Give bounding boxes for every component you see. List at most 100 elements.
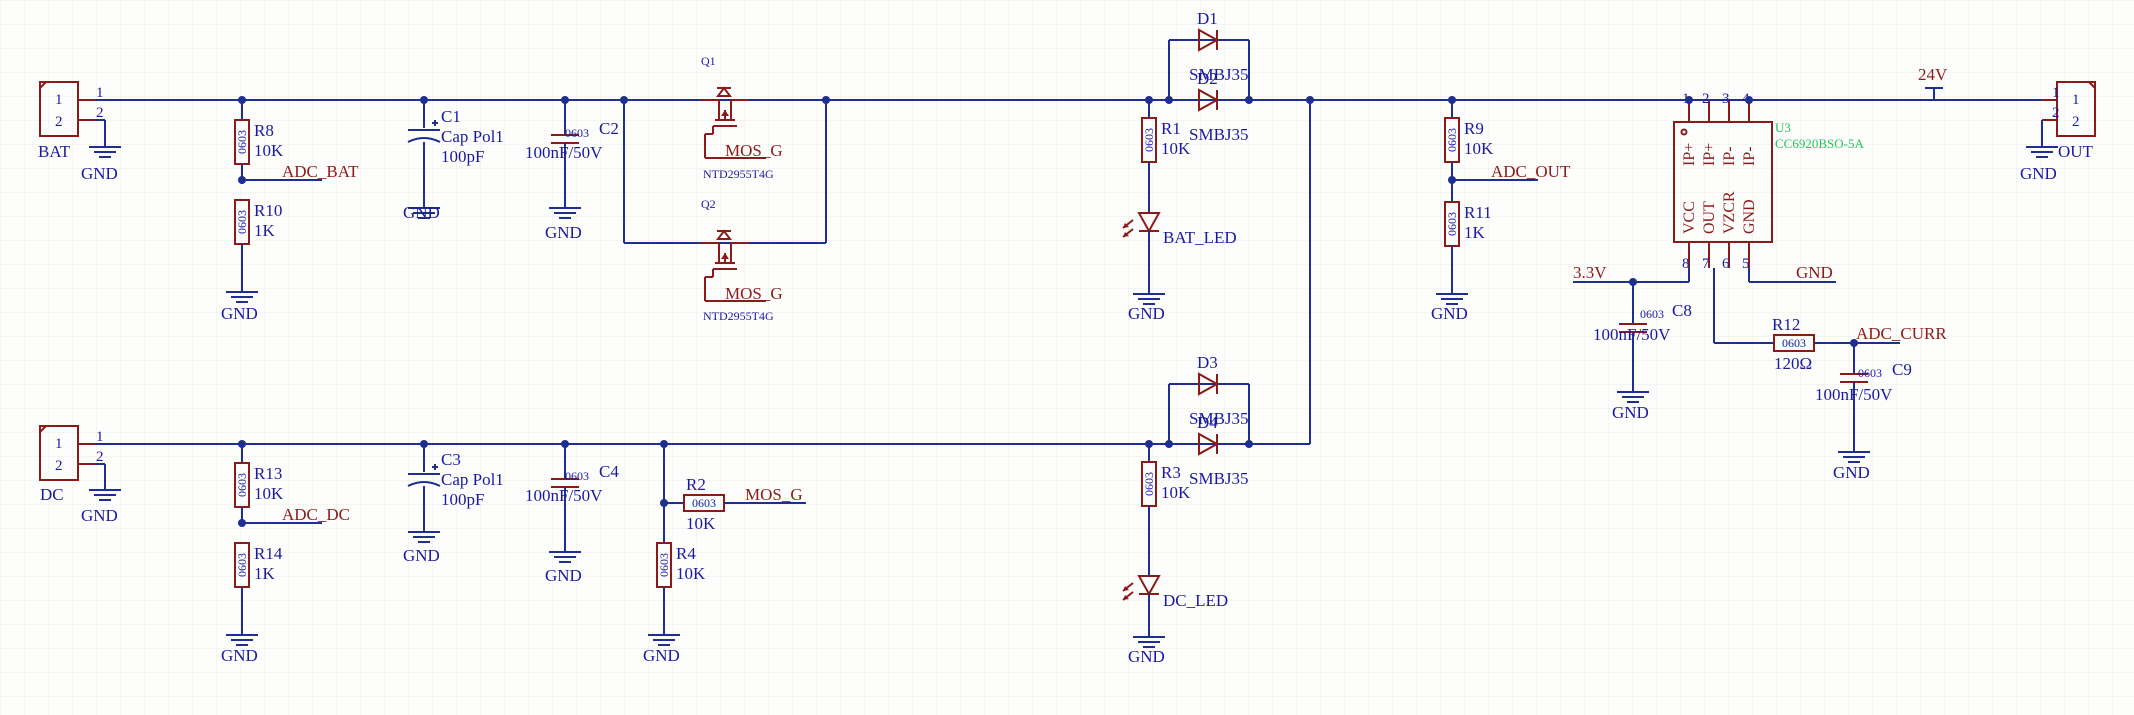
c2-gnd-label: GND [545,223,582,242]
bat-pin2-inside: 2 [55,114,63,130]
dc-pin1-inside: 1 [55,436,63,452]
r14-pkg: 0603 [235,553,249,577]
r10-ref: R10 [254,201,282,220]
bat-pin1-inside: 1 [55,92,63,108]
q2-ref: Q2 [701,197,716,211]
bat-led-branch: 0603 R1 10K BAT_LED GND [1122,100,1237,323]
dc-pin2-label: 2 [96,449,104,465]
c3-gnd-label: GND [403,546,440,565]
r10-value: 1K [254,221,276,240]
c1-value: Cap Pol1 [441,127,504,146]
d1-ref: D1 [1197,9,1218,28]
out-pin2-inside: 2 [2072,114,2080,130]
c4-capacitor: 0603 C4 100nF/50V GND [525,444,619,585]
bat-led-gnd-label: GND [1128,304,1165,323]
net-adc-curr: ADC_CURR [1856,324,1947,343]
r1-pkg: 0603 [1142,128,1156,152]
c9-pkg: 0603 [1858,366,1882,380]
dc-pin1-label: 1 [96,429,104,445]
d2-ref: D2 [1197,69,1218,88]
r3-ref: R3 [1161,463,1181,482]
u3-label-ip1: IP+ [1681,143,1698,166]
r4-ref: R4 [676,544,696,563]
r13-pkg: 0603 [235,473,249,497]
d4-ref: D4 [1197,413,1218,432]
u3-pin5: 5 [1742,256,1750,272]
c4-value: 100nF/50V [525,486,603,505]
c1-value2: 100pF [441,147,484,166]
q1-part: NTD2955T4G [703,167,774,181]
r11-gnd-label: GND [1431,304,1468,323]
out-pin2-label: 2 [2052,105,2060,121]
q1-gate-net: MOS_G [725,141,783,160]
bat-ref: BAT [38,142,71,161]
r13-value: 10K [254,484,284,503]
bat-gnd-label: GND [81,164,118,183]
c1-ref: C1 [441,107,461,126]
c2-ref: C2 [599,119,619,138]
r2-ref: R2 [686,475,706,494]
net-gnd-u3: GND [1796,263,1833,282]
bottom-rail-wires [95,383,1250,478]
u3-pin3: 3 [1722,91,1730,107]
bat-divider: 0603 R8 10K ADC_BAT 0603 R10 1K GND [221,100,359,323]
r14-value: 1K [254,564,276,583]
c9-ref: C9 [1892,360,1912,379]
q2-mosfet: MOS_G Q2 NTD2955T4G [700,197,783,323]
c1-capacitor: C1 Cap Pol1 100pF GND [403,100,504,222]
c3-ref: C3 [441,450,461,469]
c1-gnd-label: GND [403,203,440,222]
q1-ref: Q1 [701,54,716,68]
c3-capacitor: C3 Cap Pol1 100pF GND [403,444,504,565]
out-pin1-inside: 1 [2072,92,2080,108]
c2-capacitor: 0603 C2 100nF/50V GND [525,100,619,242]
d2-diode: D2 SMBJ35 [1189,69,1249,144]
r12-value: 120Ω [1774,354,1812,373]
bat-pin1-label: 1 [96,85,104,101]
r13-ref: R13 [254,464,282,483]
r3-value: 10K [1161,483,1191,502]
gate-network: 0603 R2 10K MOS_G 0603 R4 10K GND [643,444,806,665]
dc-ref: DC [40,485,64,504]
u3-pin6: 6 [1722,256,1730,272]
r11-pkg: 0603 [1445,212,1459,236]
r9-pkg: 0603 [1445,128,1459,152]
r4-gnd-label: GND [643,646,680,665]
r14-ref: R14 [254,544,283,563]
dc-connector: 1 2 1 2 DC GND [39,425,122,525]
u3-label-vcc: VCC [1681,201,1698,234]
d3-ref: D3 [1197,353,1218,372]
r2-value: 10K [686,514,716,533]
r12-ref: R12 [1772,315,1800,334]
dc-led-gnd-label: GND [1128,647,1165,666]
d3-diode: D3 SMBJ35 [1189,353,1249,428]
c2-pkg: 0603 [565,126,589,140]
net-24v: 24V [1918,65,1948,84]
r4-value: 10K [676,564,706,583]
d1-value: SMBJ35 [1189,65,1249,84]
r11-value: 1K [1464,223,1486,242]
r10-pkg: 0603 [235,210,249,234]
c8-pkg: 0603 [1640,307,1664,321]
r12-pkg: 0603 [1782,336,1806,350]
c4-gnd-label: GND [545,566,582,585]
r8-pkg: 0603 [235,130,249,154]
out-pin1-label: 1 [2052,85,2060,101]
q1-mosfet: MOS_G Q1 NTD2955T4G [700,54,783,181]
out-gnd-label: GND [2020,164,2057,183]
d1-diode: D1 SMBJ35 [1189,9,1249,84]
u3-label-gnd: GND [1741,199,1758,234]
c8-ref: C8 [1672,301,1692,320]
u3-ref: U3 [1775,120,1791,135]
c3-value2: 100pF [441,490,484,509]
r10-gnd-label: GND [221,304,258,323]
q2-gate-net: MOS_G [725,284,783,303]
c9-gnd-label: GND [1833,463,1870,482]
out-connector: 24V 1 2 1 2 OUT GND [1918,65,2096,183]
u3-pin7: 7 [1702,256,1710,272]
d3-value: SMBJ35 [1189,409,1249,428]
dc-gnd-label: GND [81,506,118,525]
net-3v3: 3.3V [1573,263,1607,282]
